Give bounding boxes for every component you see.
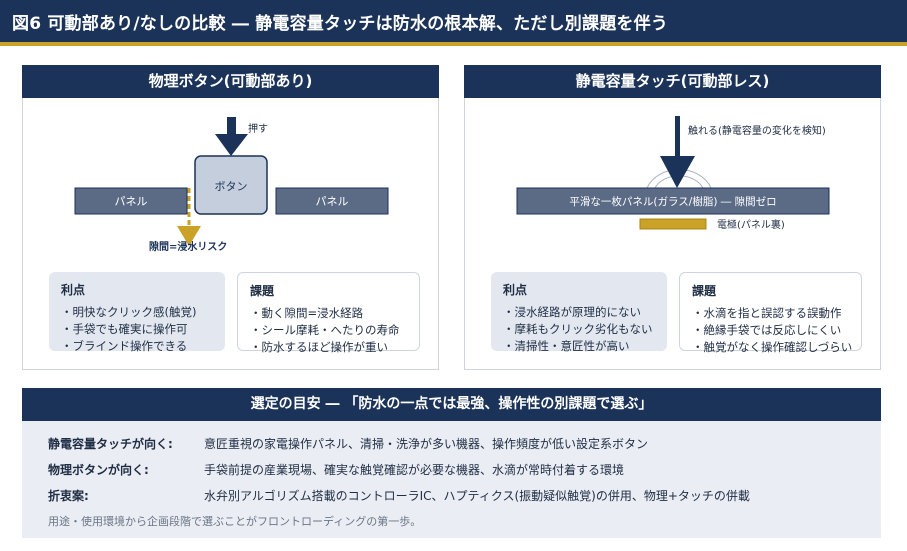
touch-arrow-shaft (675, 116, 680, 158)
right-panel-bar-label: パネル (316, 195, 349, 208)
guide-row-label: 物理ボタンが向く: (48, 463, 149, 477)
press-arrow-icon (215, 134, 248, 156)
capacitive-pros-title: 利点 (503, 283, 528, 297)
guide-footnote: 用途・使用環境から企画段階で選ぶことがフロントローディングの第一歩。 (48, 515, 422, 528)
capacitive-cons-item: ・水滴を指と誤認する誤動作 (692, 306, 842, 320)
capacitive-touch-diagram: 触れる(静電容量の変化を検知) 平滑な一枚パネル(ガラス/樹脂) ― 隙間ゼロ … (516, 116, 830, 231)
page-title: 図6 可動部あり/なしの比較 ― 静電容量タッチは防水の根本解、ただし別課題を伴… (12, 14, 668, 34)
capacitive-cons-title: 課題 (692, 284, 717, 298)
left-panel-bar-label: パネル (115, 195, 148, 208)
electrode-bar (639, 218, 707, 230)
physical-cons-item: ・防水するほど操作が重い (250, 340, 388, 354)
physical-cons-item: ・動く隙間=浸水経路 (250, 306, 364, 320)
electrode-label: 電極(パネル裏) (717, 218, 785, 231)
physical-cons-box: 課題 ・動く隙間=浸水経路 ・シール摩耗・へたりの寿命 ・防水するほど操作が重い (237, 272, 420, 354)
capacitive-touch-panel-title: 静電容量タッチ(可動部レス) (464, 65, 881, 98)
header-bar: 図6 可動部あり/なしの比較 ― 静電容量タッチは防水の根本解、ただし別課題を伴… (0, 0, 907, 42)
guide-row-text: 水弁別アルゴリズム搭載のコントローラIC、ハプティクス(振動疑似触覚)の併用、物… (204, 489, 750, 503)
touch-arrow-icon (660, 156, 695, 188)
smooth-panel-surface (516, 187, 830, 215)
gap-risk-label: 隙間=浸水リスク (149, 240, 227, 253)
capacitive-pros-box: 利点 ・浸水経路が原理的にない ・摩耗もクリック劣化もない ・清掃性・意匠性が高… (491, 272, 667, 353)
physical-pros-box: 利点 ・明快なクリック感(触覚) ・手袋でも確実に操作可 ・ブラインド操作できる (49, 272, 225, 353)
press-label: 押す (248, 122, 268, 135)
physical-button-panel: 物理ボタン(可動部あり) パネル パネル ボタン 押す 隙間=浸水リスク 利点 … (22, 65, 439, 370)
left-panel-bar (74, 187, 188, 215)
button-shape-label: ボタン (215, 180, 248, 193)
press-arrow-shaft (227, 117, 236, 137)
physical-pros-item: ・手袋でも確実に操作可 (61, 322, 188, 336)
touch-label: 触れる(静電容量の変化を検知) (688, 124, 826, 137)
capacitive-cons-box: 課題 ・水滴を指と誤認する誤動作 ・絶縁手袋では反応しにくい ・触覚がなく操作確… (679, 272, 862, 354)
physical-pros-title: 利点 (61, 283, 86, 297)
selection-guide-title: 選定の目安 ― 「防水の一点では最強、操作性の別課題で選ぶ」 (22, 388, 881, 421)
capacitive-pros-item: ・摩耗もクリック劣化もない (503, 322, 653, 336)
guide-row-label: 静電容量タッチが向く: (48, 437, 173, 451)
physical-pros-item: ・明快なクリック感(触覚) (61, 305, 197, 319)
smooth-panel-surface-label: 平滑な一枚パネル(ガラス/樹脂) ― 隙間ゼロ (569, 195, 776, 208)
physical-pros-item: ・ブラインド操作できる (61, 339, 188, 353)
physical-button-diagram: パネル パネル ボタン 押す 隙間=浸水リスク (74, 117, 389, 253)
guide-row-text: 意匠重視の家電操作パネル、清掃・洗浄が多い機器、操作頻度が低い設定系ボタン (204, 437, 649, 451)
guide-row-text: 手袋前提の産業現場、確実な触覚確認が必要な機器、水滴が常時付着する環境 (204, 463, 625, 477)
capacitive-cons-item: ・触覚がなく操作確認しづらい (692, 340, 853, 354)
capacitive-touch-panel: 静電容量タッチ(可動部レス) 触れる(静電容量の変化を検知) 平滑な一枚パネル(… (464, 65, 881, 370)
capacitive-pros-item: ・浸水経路が原理的にない (503, 305, 641, 319)
physical-button-panel-title: 物理ボタン(可動部あり) (22, 65, 439, 98)
capacitive-pros-item: ・清掃性・意匠性が高い (503, 339, 630, 353)
selection-guide-section: 選定の目安 ― 「防水の一点では最強、操作性の別課題で選ぶ」 静電容量タッチが向… (22, 388, 881, 538)
right-panel-bar (275, 187, 389, 215)
water-ingress-arrow-icon (177, 226, 201, 246)
physical-cons-item: ・シール摩耗・へたりの寿命 (250, 323, 400, 337)
header-accent-rule (0, 42, 907, 46)
physical-cons-title: 課題 (250, 284, 275, 298)
capacitive-cons-item: ・絶縁手袋では反応しにくい (692, 323, 842, 337)
guide-row-label: 折衷案: (48, 489, 89, 503)
